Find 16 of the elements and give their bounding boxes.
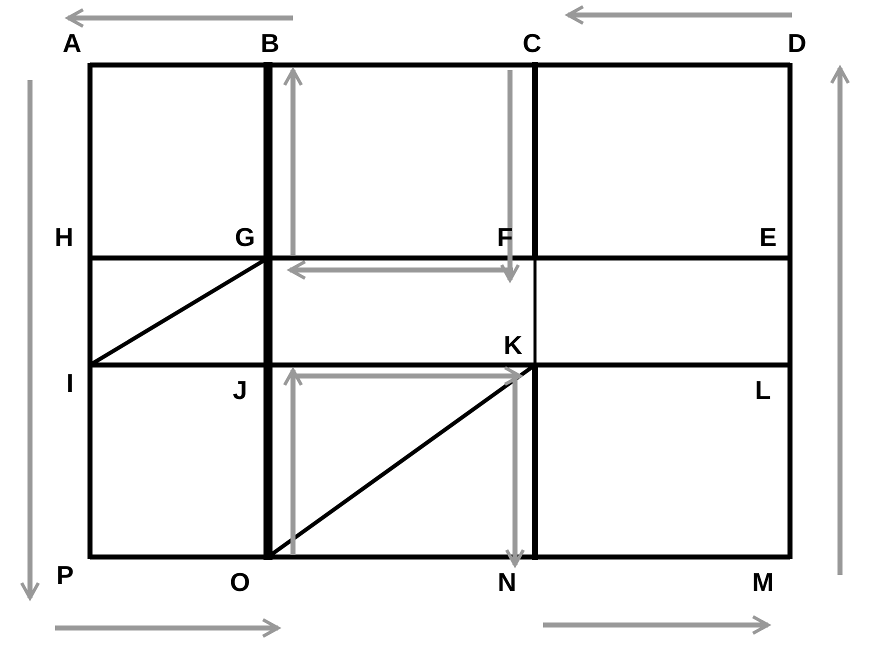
point-label: F (497, 224, 513, 250)
point-label: M (752, 569, 774, 595)
point-label: J (232, 377, 248, 403)
point-label: P (56, 562, 74, 588)
point-label: C (522, 30, 542, 56)
point-label: K (504, 332, 522, 358)
point-label: G (234, 224, 256, 250)
point-label: N (498, 569, 516, 595)
point-label: H (54, 224, 74, 250)
point-label: D (788, 30, 806, 56)
point-label: I (66, 370, 74, 396)
point-label: L (755, 377, 771, 403)
point-label: A (62, 30, 82, 56)
point-label: E (759, 224, 777, 250)
point-label: B (260, 30, 280, 56)
point-label: O (230, 569, 250, 595)
